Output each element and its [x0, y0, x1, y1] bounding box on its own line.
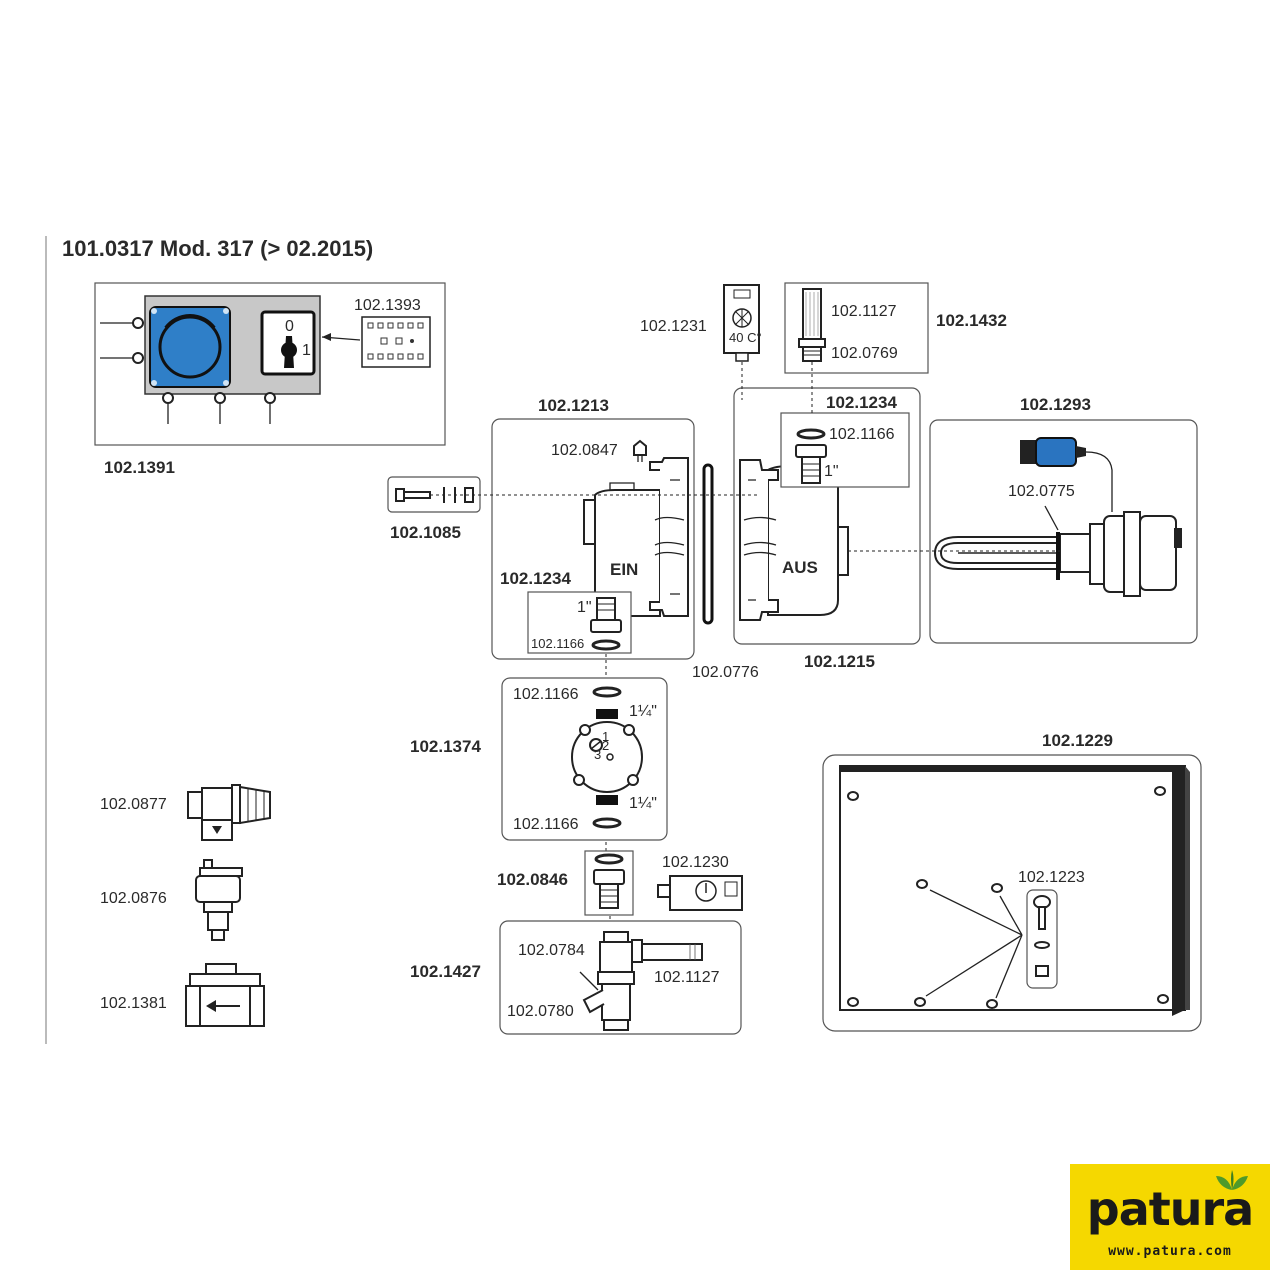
inlet-housing-group: 102.0847 EIN 1" 102.1166	[491, 418, 695, 660]
label-102-1127-bottom: 102.1127	[654, 969, 720, 986]
outlet-housing-icon	[739, 459, 849, 621]
outlet-housing-group: AUS 102.1166 1"	[733, 387, 921, 645]
pump-setting-2: 2	[602, 738, 609, 753]
control-box-group: 0 1 102.1393	[94, 282, 446, 446]
label-102-1234-right: 102.1234	[826, 393, 897, 412]
tee-fitting-icon	[579, 931, 703, 1031]
label-102-1293: 102.1293	[1020, 395, 1091, 414]
mounting-board-group: 102.1223	[822, 754, 1202, 1032]
leader-lines	[925, 889, 1023, 999]
nipple-fitting-right-icon	[795, 428, 827, 484]
cable-glands-bottom-icon	[162, 392, 276, 424]
label-102-1381: 102.1381	[100, 995, 167, 1012]
label-ein: EIN	[610, 560, 638, 579]
tee-assembly-group: 102.0784 102.1127 102.0780	[499, 920, 742, 1035]
union-fitting-icon	[593, 853, 625, 909]
label-102-0784: 102.0784	[518, 942, 585, 959]
label-102-1231: 102.1231	[640, 318, 707, 335]
label-102-1215: 102.1215	[804, 652, 875, 671]
label-102-1166-right: 102.1166	[829, 426, 895, 443]
label-102-1127-top: 102.1127	[831, 303, 897, 320]
label-aus: AUS	[782, 558, 818, 577]
check-valve-icon	[185, 963, 265, 1027]
label-102-0846: 102.0846	[497, 870, 568, 889]
heating-element-icon	[933, 511, 1182, 597]
label-102-1166-pump-bottom: 102.1166	[513, 816, 579, 833]
air-vent-valve-icon	[195, 859, 243, 941]
label-102-0847: 102.0847	[551, 442, 618, 459]
gasket-icon	[702, 463, 714, 625]
socket-icon	[149, 306, 231, 388]
label-102-1234-left: 102.1234	[500, 569, 571, 588]
label-pump-outlet-thread: 1¼"	[629, 795, 657, 812]
label-102-1374: 102.1374	[410, 737, 481, 756]
logo-wordmark: patura	[1086, 1182, 1254, 1236]
label-102-1085: 102.1085	[390, 523, 461, 542]
sensor-tube-icon	[798, 288, 826, 362]
patura-logo[interactable]: patura www.patura.com	[1070, 1164, 1270, 1270]
fixing-screw-icon	[1026, 889, 1058, 989]
controller-icon	[657, 875, 743, 911]
label-102-1427: 102.1427	[410, 962, 481, 981]
label-102-0877: 102.0877	[100, 796, 167, 813]
label-102-1213: 102.1213	[538, 396, 609, 415]
label-102-1432: 102.1432	[936, 311, 1007, 330]
inlet-housing-icon	[583, 457, 689, 617]
label-102-1166-pump-top: 102.1166	[513, 686, 579, 703]
thermostat-temp: 40 C°	[729, 330, 762, 345]
label-102-0780: 102.0780	[507, 1003, 574, 1020]
leaf-icon	[1216, 1170, 1248, 1190]
label-102-1393: 102.1393	[354, 297, 421, 314]
diagram-title: 101.0317 Mod. 317 (> 02.2015)	[62, 236, 373, 261]
thermostat-icon: 40 C°	[723, 284, 762, 362]
contactor-icon	[361, 316, 431, 368]
label-102-0876: 102.0876	[100, 890, 167, 907]
fitting-0846-group	[584, 850, 634, 916]
label-thread-right: 1"	[824, 463, 839, 480]
pump-setting-3: 3	[594, 747, 601, 762]
label-102-1230: 102.1230	[662, 854, 729, 871]
label-102-1391: 102.1391	[104, 458, 175, 477]
switch-pos-1: 1	[302, 342, 311, 359]
bleed-screw-icon	[633, 439, 647, 462]
mounting-holes-icon	[847, 786, 1169, 1009]
label-102-0769: 102.0769	[831, 345, 898, 362]
switch-pos-0: 0	[285, 318, 294, 335]
label-thread-left: 1"	[577, 599, 592, 616]
logo-url: www.patura.com	[1108, 1244, 1232, 1259]
nipple-fitting-left-icon	[590, 597, 622, 651]
sensor-group: 102.1127 102.0769	[784, 282, 929, 374]
pressure-valve-icon	[187, 784, 271, 841]
label-102-0775: 102.0775	[1008, 483, 1075, 500]
label-102-1229: 102.1229	[1042, 731, 1113, 750]
label-102-1166-left: 102.1166	[531, 636, 584, 651]
plug-icon	[1020, 437, 1086, 467]
pump-icon	[571, 709, 643, 805]
label-pump-inlet-thread: 1¼"	[629, 703, 657, 720]
pump-setting-1: 1	[602, 729, 609, 744]
pump-group: 1 2 3 102.1166 1¼" 1¼" 102.1166	[501, 677, 668, 841]
rotary-switch-icon: 0 1	[260, 310, 316, 376]
heater-group: 102.0775	[929, 419, 1198, 644]
label-102-0776: 102.0776	[692, 664, 759, 681]
label-102-1223: 102.1223	[1018, 869, 1085, 886]
mounting-board-icon	[839, 765, 1190, 1016]
